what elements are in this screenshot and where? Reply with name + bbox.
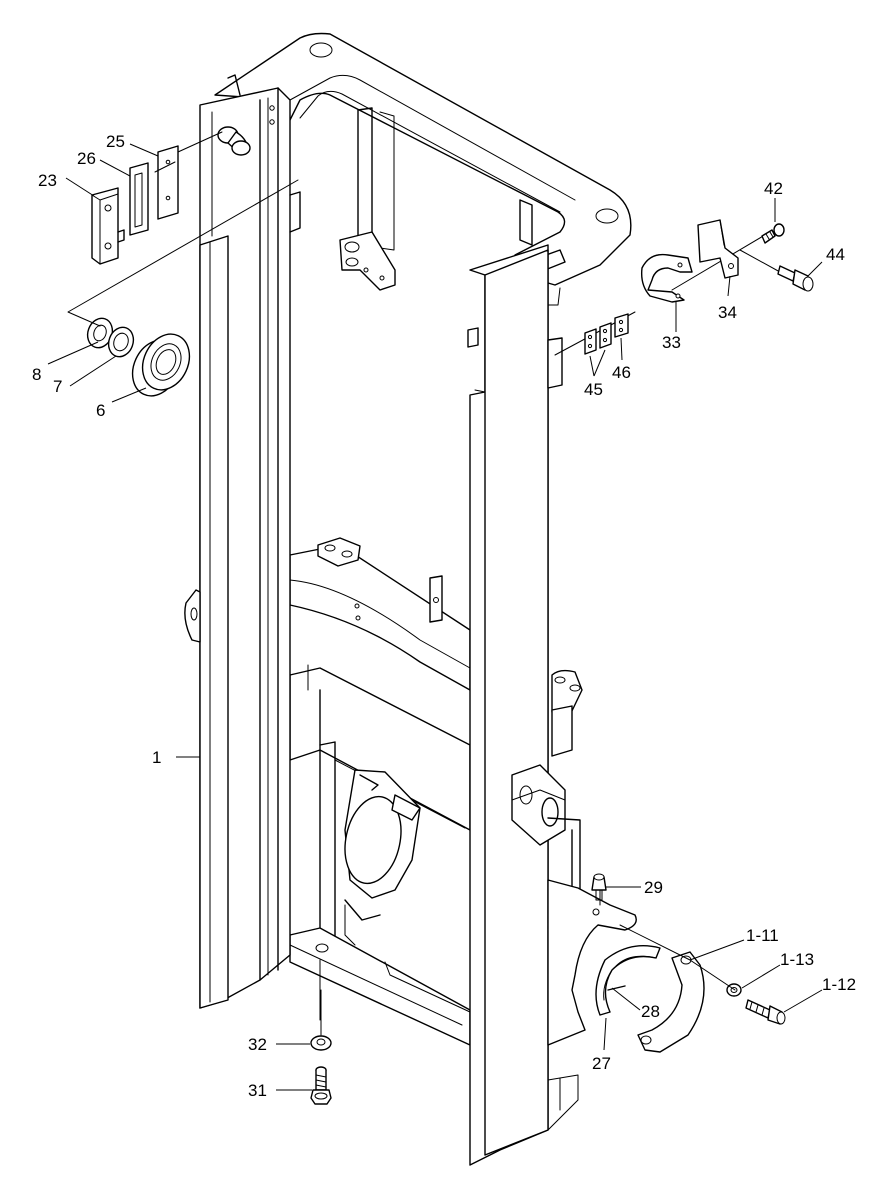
part-34-bracket (697, 219, 739, 279)
part-25-plate (157, 145, 179, 220)
part-27-bushing-liner (595, 945, 661, 1016)
center-crossmember (289, 537, 471, 691)
callout-44: 44 (826, 245, 845, 264)
callout-34: 34 (718, 303, 737, 322)
part-31-bolt (310, 1066, 332, 1105)
part-28-pin (607, 985, 626, 991)
callout-labels: 1 23 26 25 8 7 6 42 44 34 33 46 45 29 1-… (32, 132, 856, 1100)
callout-26: 26 (77, 149, 96, 168)
part-1-11-cap (637, 951, 705, 1053)
upper-hose-bracket (339, 231, 396, 291)
part-42-screw (761, 223, 785, 244)
callout-6: 6 (96, 401, 105, 420)
part-23-bracket (91, 187, 125, 265)
part-7-washer (107, 326, 135, 358)
callout-1-11: 1-11 (746, 926, 779, 945)
part-33-hose-clamp (640, 253, 693, 303)
right-upright-rail (467, 244, 583, 1166)
callout-28: 28 (641, 1002, 660, 1021)
callout-27: 27 (592, 1054, 611, 1073)
part-29-grease-fitting (591, 873, 607, 901)
part-45-shim (584, 322, 612, 355)
callout-23: 23 (38, 171, 57, 190)
bottom-plate (289, 927, 471, 1046)
callout-7: 7 (53, 377, 62, 396)
part-1-12-bolt (745, 999, 786, 1025)
part-6-bearing (131, 333, 191, 397)
callout-25: 25 (106, 132, 125, 151)
callout-8: 8 (32, 365, 41, 384)
callout-45: 45 (584, 380, 603, 399)
left-upright-rail (184, 87, 301, 1009)
callout-46: 46 (612, 363, 631, 382)
callout-31: 31 (248, 1081, 267, 1100)
lower-right-trunnion (547, 879, 637, 1046)
part-26-shim (129, 162, 149, 236)
callout-1: 1 (152, 748, 161, 767)
part-32-washer-hole (316, 1038, 326, 1046)
callout-32: 32 (248, 1035, 267, 1054)
callout-42: 42 (764, 179, 783, 198)
part-46-shim (614, 313, 629, 338)
leader-lines (47, 143, 823, 1091)
callout-29: 29 (644, 878, 663, 897)
callout-1-12: 1-12 (822, 975, 856, 994)
callout-33: 33 (662, 333, 681, 352)
tilt-cylinder-bracket (344, 769, 421, 946)
part-44-bolt (777, 265, 814, 292)
callout-1-13: 1-13 (780, 950, 814, 969)
